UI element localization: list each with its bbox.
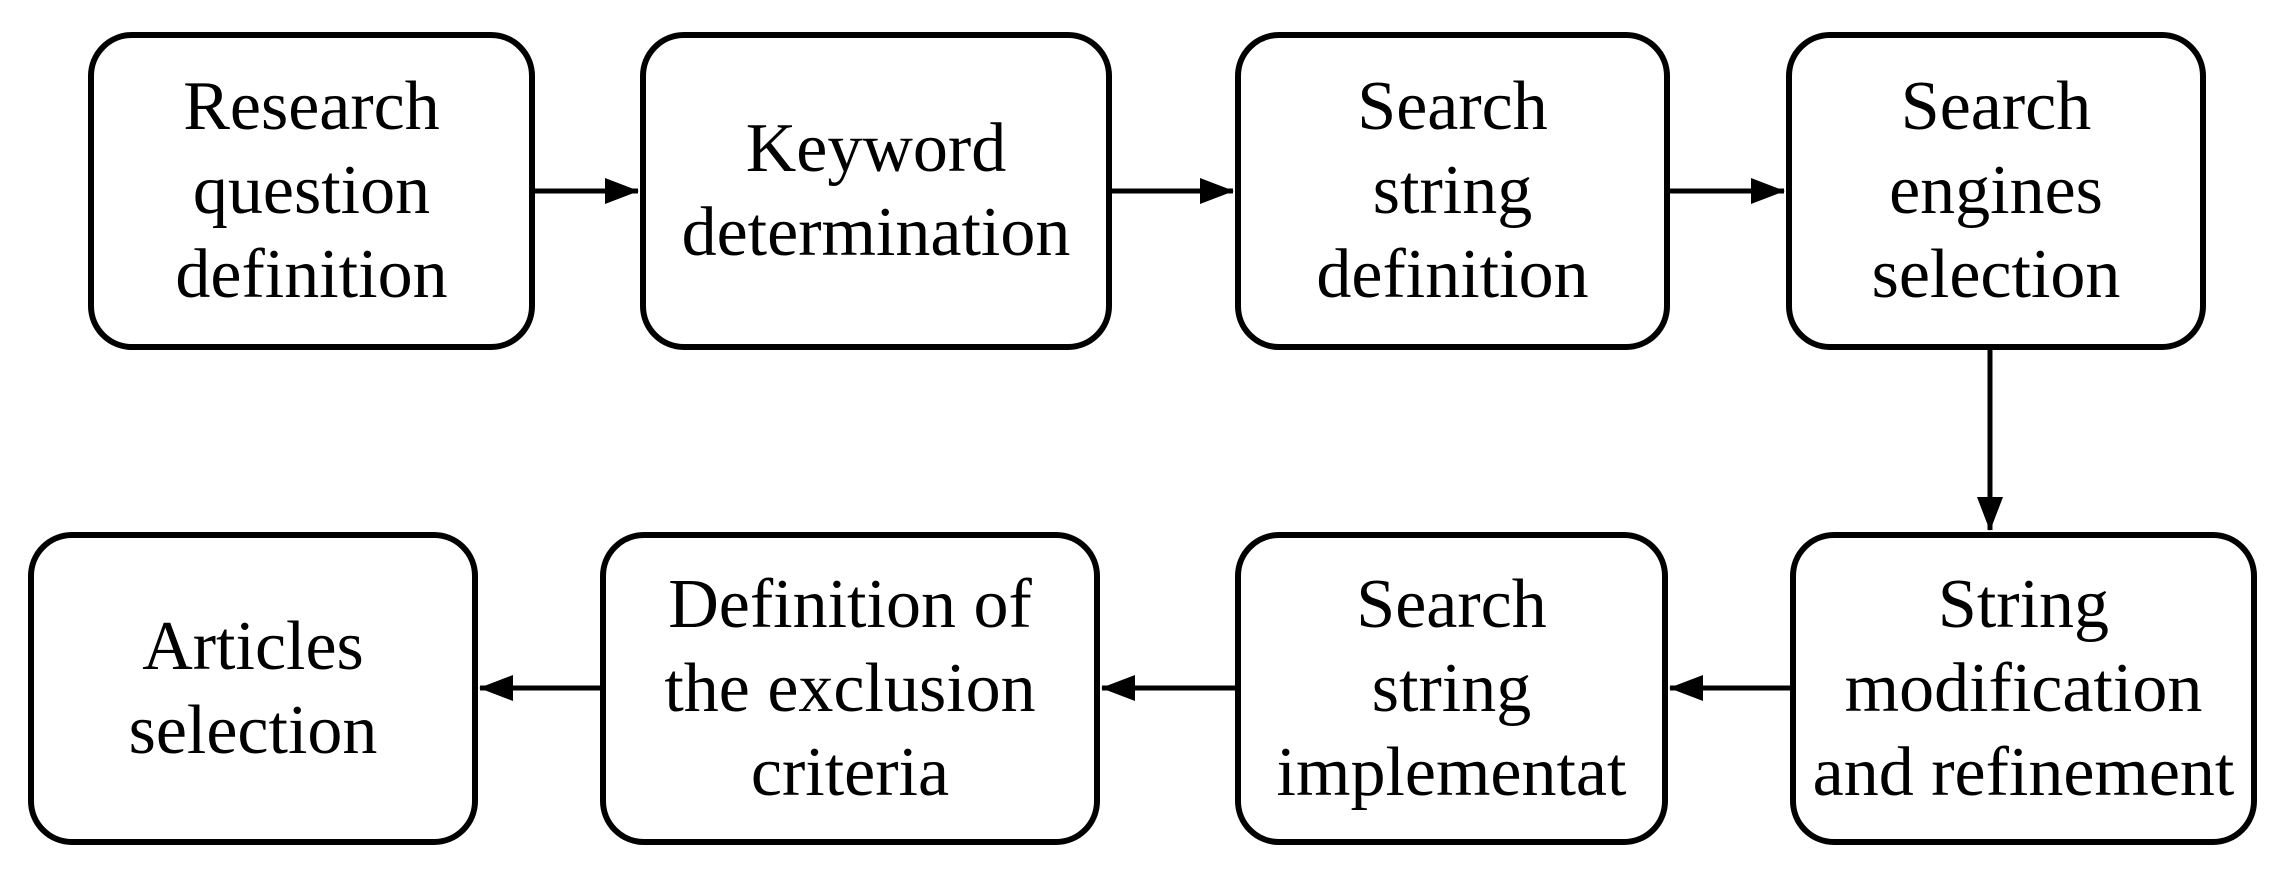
node-keyword-determination: Keyword determination — [640, 32, 1112, 350]
node-research-question-definition: Research question definition — [88, 32, 535, 350]
node-definition-of-the-exclusion-criteria: Definition of the exclusion criteria — [600, 532, 1100, 845]
node-string-modification-and-refinement: String modification and refinement — [1790, 532, 2257, 845]
node-label-string-modification-and-refinement: String modification and refinement — [1812, 565, 2235, 811]
node-label-search-string-implementat: Search string implementat — [1276, 565, 1627, 811]
node-label-articles-selection: Articles selection — [128, 607, 378, 769]
node-label-definition-of-the-exclusion-criteria: Definition of the exclusion criteria — [664, 565, 1036, 811]
node-label-research-question-definition: Research question definition — [175, 68, 448, 313]
node-search-engines-selection: Search engines selection — [1786, 32, 2206, 350]
node-search-string-definition: Search string definition — [1235, 32, 1670, 350]
node-label-search-engines-selection: Search engines selection — [1871, 68, 2121, 313]
node-label-search-string-definition: Search string definition — [1316, 68, 1589, 313]
node-label-keyword-determination: Keyword determination — [681, 110, 1071, 271]
node-search-string-implementat: Search string implementat — [1235, 532, 1668, 845]
node-articles-selection: Articles selection — [28, 532, 478, 845]
